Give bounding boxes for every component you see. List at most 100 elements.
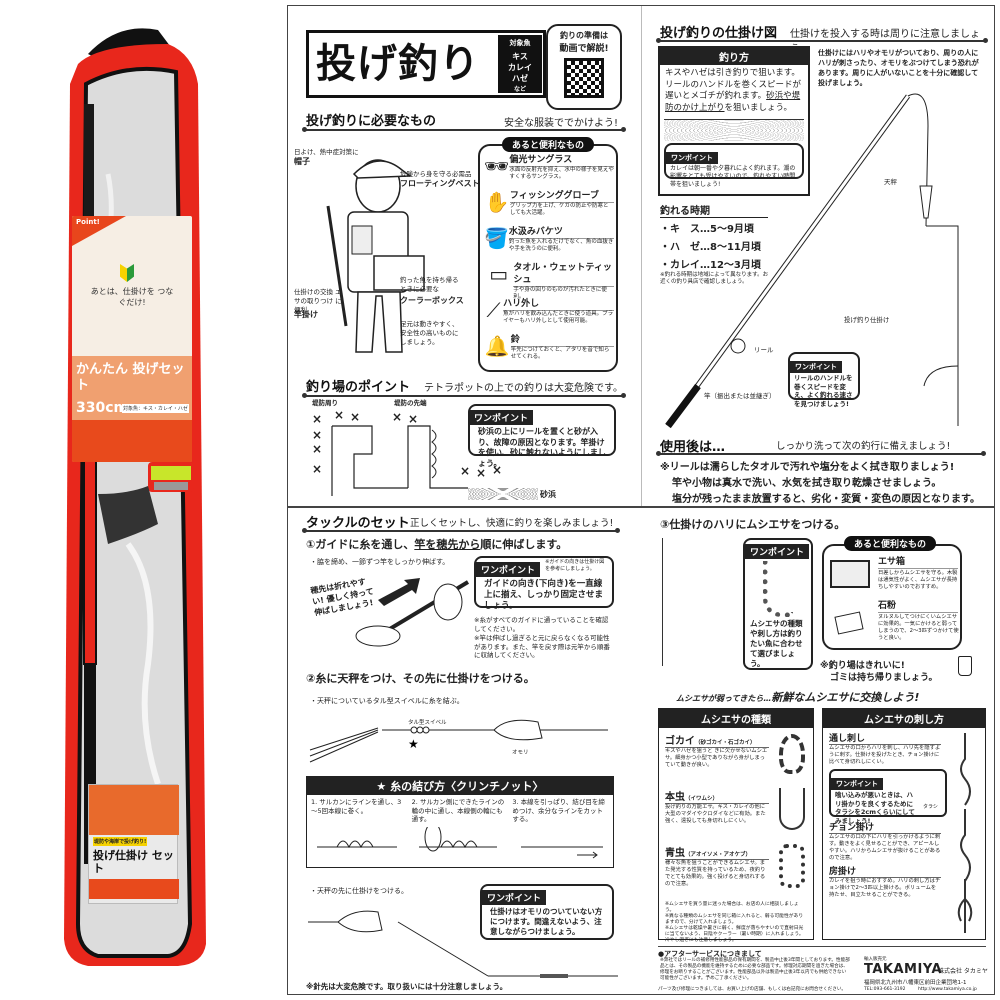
cross-mark: ×: [334, 408, 345, 422]
company-url[interactable]: http://www.takamiya.co.jp: [918, 987, 977, 992]
page-title: 投げ釣り: [316, 41, 480, 87]
how-to-onepoint: ワンポイント カレイは朝一番や夕暮れによく釣れます。潮の影響をとても受けやすいの…: [664, 143, 804, 188]
company-address: 福岡県北九州市八幡東区前田企業団地1-1: [864, 980, 967, 986]
spot-label-seawall: 堤防周り: [312, 399, 338, 407]
brand-logo: TAKAMIYA: [864, 962, 943, 977]
step1-bullet: ・脇を締め、一節ずつ竿をしっかり伸ばす。: [310, 558, 450, 566]
qr-code-icon[interactable]: [564, 58, 604, 98]
step3-heading: ③仕掛けのハリにムシエサをつける。: [660, 518, 846, 531]
rod-rig-diagram: [665, 93, 959, 429]
step2-bullet: ・天秤についているタル型スイベルに糸を結ぶ。: [310, 697, 464, 705]
replace-note: ムシエサが弱ってきたら…新鮮なムシエサに交換しよう!: [676, 691, 920, 704]
bait-handy-title: あると便利なもの: [844, 536, 937, 551]
knot-diagram: [317, 822, 603, 858]
seawall-diagram: [331, 425, 468, 496]
after-line: ※リールは濡らしたタオルで汚れや塩分をよく拭き取りましょう!: [660, 462, 955, 473]
beginner-mark-icon: [120, 264, 134, 282]
bait-box-desc: 日差しからムシエサを守る。木製は通気性がよく、ムシエサが長持ちしやすいのでおすす…: [878, 570, 958, 590]
bait-type-item: 本虫（イワムシ） 投げ釣りの万能エサ。キス・カレイの他に大型のマダイやクロダイな…: [659, 784, 813, 840]
handy-item: ✋ フィッシンググローブグリップ力を上げ、ケガの防止や防寒としても大活躍。: [484, 190, 614, 226]
season-note: ※釣れる時期は地域によって異なります。お近くの釣り具店で確認しましょう。: [660, 272, 769, 285]
season-row: ・キ ス…5～9月頃: [660, 224, 754, 235]
cross-mark: ×: [392, 410, 403, 424]
bait-type-item: 青虫（アオイソメ・アオケブ） 様々な魚を狙うことができるムシエサ。また発光する性…: [659, 840, 813, 902]
after-subtitle: しっかり洗って次の釣行に備えましょう!: [776, 441, 951, 452]
video-callout[interactable]: 釣りの準備は 動画で解説!: [546, 24, 622, 110]
company-tel: TEL:093-661-3192: [864, 987, 906, 992]
handy-items-title: あると便利なもの: [502, 137, 595, 152]
cross-mark: ×: [312, 428, 323, 442]
bucket-icon: 🪣: [484, 226, 509, 250]
hook-warning: ※針先は大変危険です。取り扱いには十分注意しましょう。: [306, 982, 508, 991]
hooked-worm-illustrations: [957, 733, 973, 933]
step1-heading: ①ガイドに糸を通し、竿を穂先から順に伸ばします。: [306, 538, 568, 551]
handy-item: 🕶 偏光サングラス水面の反射光を抑え、水中の様子を見えやすくするサングラス。: [484, 154, 614, 190]
tackle-pack-badge: 堤防や海岸で投げ釣り!: [93, 837, 148, 846]
after-service-title: ●アフターサービスにつきまして: [658, 950, 762, 958]
sunglasses-icon: 🕶: [484, 154, 510, 178]
season-row: ・カレイ…12～3月頃: [660, 260, 761, 271]
sinker-label: オモリ: [512, 750, 529, 756]
title-box: [306, 30, 546, 98]
stone-powder-desc: ヌルヌルしてつけにくいムシエサに効果的。一気にかけると弱ってしまうので、2～3匹…: [878, 614, 959, 641]
worm-honmushi-icon: [779, 788, 805, 830]
clinch-knot-box: ★ 糸の結び方〈クリンチノット〉 1. サルカンにラインを通し、3～5回本線に巻…: [306, 776, 614, 868]
tackle-subtitle: 正しくセットし、快適に釣りを楽しみましょう!: [410, 518, 614, 529]
tackle-pack-name: 投げ仕掛け セット: [93, 849, 174, 875]
product-length: 330cm: [76, 400, 129, 416]
vest-note: 危険から身を守る必需品: [400, 170, 472, 178]
after-service-text: ※弊社ではリールの補修用性能部品の保有期間を、製造中止後3年間としております。性…: [660, 958, 850, 981]
step2-bullet2: ・天秤の先に仕掛けをつける。: [310, 887, 408, 895]
worm-on-hook-icon: [763, 561, 793, 617]
clean-note-2: ゴミは持ち帰りましょう。: [830, 673, 938, 683]
rig-warning: 仕掛けにはハリやオモリがついており、周りの人にハリが刺さったり、オモリをぶつけて…: [818, 49, 979, 87]
rig-attach-diagram: [308, 910, 618, 978]
tackle-pack: 堤防や海岸で投げ釣り! 投げ仕掛け セット: [88, 784, 179, 904]
how-to-box: 釣り方 キスやハゼは引き釣りで狙います。リールのハンドルを巻くスピードが遅いとメ…: [658, 46, 810, 196]
parts-text: パーツ及び修理につきましては、お買い上げの店舗、もしくは右記宛にお問合せください…: [658, 987, 847, 992]
handy-item: 🔔 鈴竿先につけておくと、アタリを音で知らせてくれる。: [484, 334, 614, 370]
after-line: 塩分が残ったまま放置すると、劣化・変質・変色の原因となります。: [672, 494, 980, 505]
vest-label: フローティングベスト: [400, 179, 480, 188]
bait-onepoint: ワンポイント ムシエサの種類や刺し方は釣りたい魚に合わせて選びましょう。: [743, 538, 813, 670]
extending-rod-illustration: [355, 578, 470, 647]
bait-type-item: ゴカイ（砂ゴカイ・石ゴカイ） キスやハゼを狙うと きに欠かせないムシエサ。細身か…: [659, 728, 813, 784]
seabed-illustration: [664, 119, 804, 141]
svg-text:★: ★: [408, 737, 419, 751]
cross-mark: ×: [476, 466, 487, 480]
step1-note: ※糸がすべてのガイドに通っていることを確認してください。: [474, 616, 609, 633]
needs-title: 投げ釣りに必要なもの: [306, 114, 437, 129]
trash-bag-icon: [958, 656, 972, 676]
tarashi-label: タラシ: [923, 804, 938, 810]
rig-title: 投げ釣りの仕掛け図: [660, 26, 778, 41]
handy-item: 🪣 水汲みバケツ釣った魚を入れるだけでなく、魚の血抜きや手を洗うのに便利。: [484, 226, 614, 262]
company-name: 株式会社 タカミヤ: [938, 968, 988, 975]
season-title: 釣れる時期: [660, 202, 768, 218]
cross-mark: ×: [350, 410, 361, 424]
step2-onepoint: ワンポイント 仕掛けはオモリのついていない方につけます。間違えないよう、注意しな…: [480, 884, 614, 940]
cooler-label: クーラーボックス: [400, 296, 464, 305]
product-label-card: Point! あとは、仕掛けを つなぐだけ! かんたん 投げセット 330cm …: [72, 216, 192, 462]
handy-items-box: [478, 144, 618, 372]
handy-items-list: 🕶 偏光サングラス水面の反射光を抑え、水中の様子を見えやすくするサングラス。 ✋…: [484, 154, 614, 370]
hat-label: 帽子: [294, 157, 310, 166]
glove-icon: ✋: [484, 190, 510, 214]
product-name: かんたん 投げセット: [76, 362, 185, 393]
catchphrase: あとは、仕掛けを つなぐだけ!: [90, 287, 174, 307]
hooking-box: ムシエサの刺し方 通し刺し ムシエサの口からハリを刺し、ハリ先を隠すように刺す。…: [822, 708, 986, 940]
cross-mark: ×: [408, 412, 419, 426]
knot-step: 1. サルカンにラインを通し、3～5回本線に巻く。: [311, 798, 402, 815]
target-fish-label: 対象魚：キス・カレイ・ハゼ: [122, 404, 189, 413]
step1-note: ※竿は伸ばし過ぎると元に戻らなくなる可能性があります。また、竿を戻す際は元竿から…: [474, 634, 610, 659]
sand-label: 砂浜: [540, 490, 556, 499]
spot-subtitle: テトラポットの上での釣りは大変危険です。: [424, 383, 623, 394]
importer-label: 輸入販売元: [864, 957, 887, 962]
after-title: 使用後は…: [660, 440, 726, 455]
after-line: 竿や小物は真水で洗い、水気を拭き取り乾燥させましょう。: [672, 478, 942, 489]
product-bag-photo: Point! あとは、仕掛けを つなぐだけ! かんたん 投げセット 330cm …: [58, 24, 208, 970]
rod-label: 竿（振出または並継ぎ）: [704, 392, 776, 400]
step2-heading: ②糸に天秤をつけ、その先に仕掛けをつける。: [306, 672, 535, 685]
instruction-sheet: 投げ釣り 対象魚 キス カレイ ハゼ など 釣りの準備は 動画で解説! 投げ釣り…: [287, 5, 995, 995]
cross-mark: ×: [492, 463, 503, 477]
cross-mark: ×: [312, 462, 323, 476]
